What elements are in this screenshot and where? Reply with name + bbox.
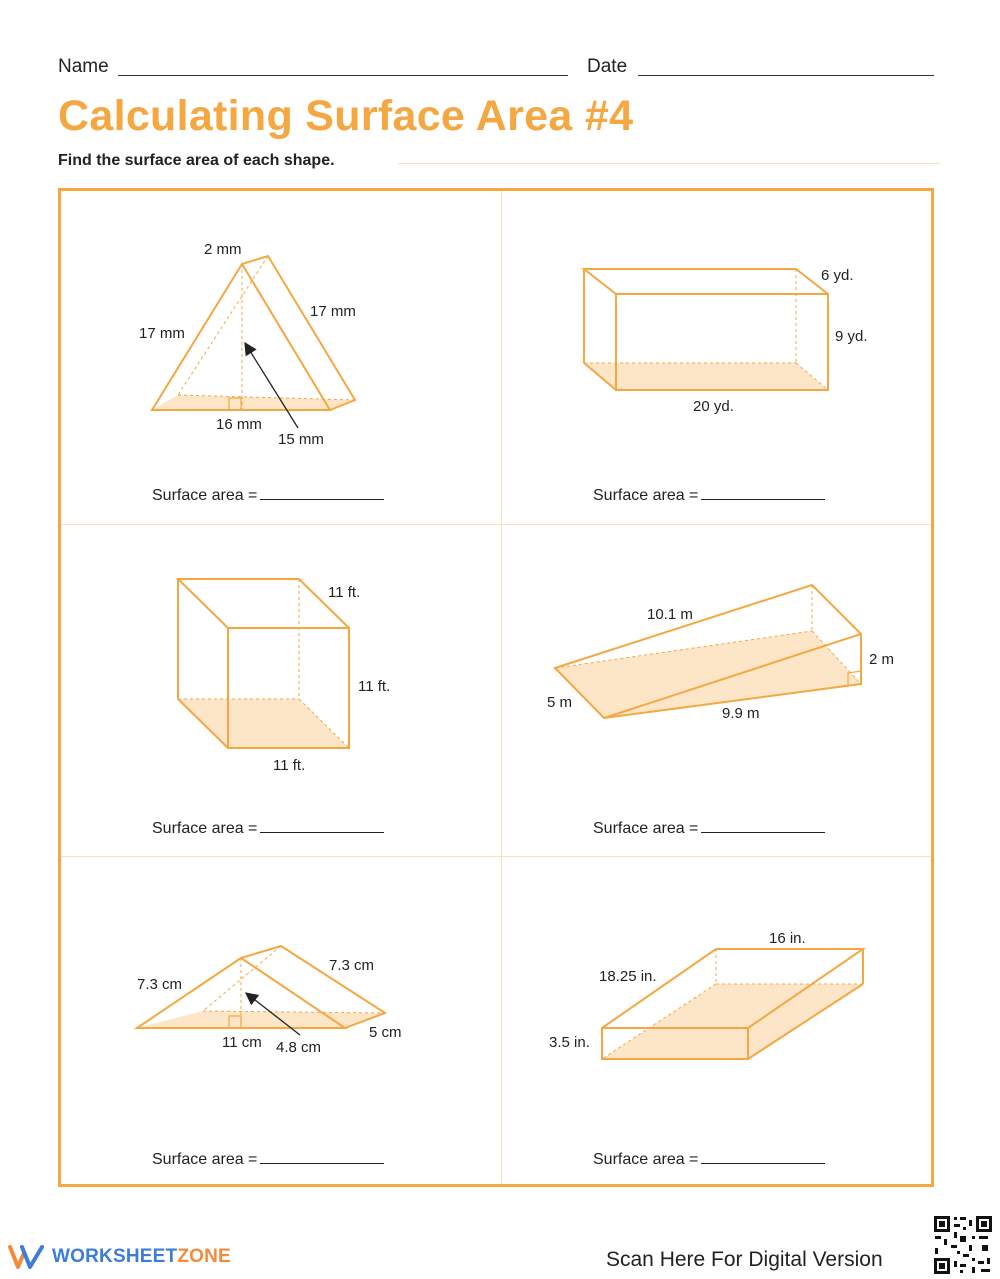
shape-5-label-left: 7.3 cm (137, 976, 182, 993)
answer-5[interactable]: Surface area = (152, 1149, 385, 1169)
shape-5-label-right: 7.3 cm (329, 957, 374, 974)
instructions: Find the surface area of each shape. (58, 152, 335, 169)
shape-4-label-width: 5 m (547, 694, 572, 711)
shape-5-label-depth: 5 cm (369, 1024, 402, 1041)
answer-6[interactable]: Surface area = (593, 1149, 826, 1169)
answer-2-blank[interactable] (701, 485, 826, 500)
shape-5-label-base: 11 cm (222, 1034, 262, 1051)
shape-1-triangular-prism: 2 mm 17 mm 17 mm 16 mm 15 mm (139, 241, 357, 448)
date-line[interactable] (638, 75, 934, 76)
instruction-divider (398, 163, 940, 164)
shape-1-label-top: 2 mm (204, 241, 242, 258)
answer-1-blank[interactable] (260, 485, 385, 500)
answer-5-blank[interactable] (260, 1149, 385, 1164)
name-label: Name (58, 56, 109, 77)
shape-3-label-width: 11 ft. (273, 757, 305, 774)
date-label: Date (587, 56, 628, 77)
shape-4-wedge-prism: 10.1 m 2 m 5 m 9.9 m (547, 583, 894, 722)
grid-divider-horizontal-1 (61, 524, 931, 525)
answer-5-label: Surface area = (152, 1151, 258, 1168)
shape-4-label-height: 2 m (869, 651, 894, 668)
answer-3-label: Surface area = (152, 820, 258, 837)
page-title: Calculating Surface Area #4 (58, 92, 634, 140)
worksheet-zone-logo-icon (8, 1245, 44, 1269)
answer-4-blank[interactable] (701, 818, 826, 833)
answer-4-label: Surface area = (593, 820, 699, 837)
shape-6-label-width: 16 in. (769, 930, 806, 947)
answer-2-label: Surface area = (593, 487, 699, 504)
shape-1-label-left: 17 mm (139, 325, 185, 342)
shape-3-cube: 11 ft. 11 ft. 11 ft. (175, 578, 390, 774)
answer-1-label: Surface area = (152, 487, 258, 504)
shape-4-label-slant: 10.1 m (647, 606, 693, 623)
shape-3-label-depth: 11 ft. (328, 584, 360, 601)
shape-6-label-length: 18.25 in. (599, 968, 657, 985)
shape-1-label-right: 17 mm (310, 303, 356, 320)
shape-5-label-height: 4.8 cm (276, 1039, 321, 1056)
answer-3[interactable]: Surface area = (152, 818, 385, 838)
name-line[interactable] (118, 75, 568, 76)
shape-3-label-height: 11 ft. (358, 678, 390, 695)
shape-6-label-height: 3.5 in. (549, 1034, 590, 1051)
answer-3-blank[interactable] (260, 818, 385, 833)
grid-divider-horizontal-2 (61, 856, 931, 857)
scan-text: Scan Here For Digital Version (606, 1248, 883, 1271)
problem-grid: 2 mm 17 mm 17 mm 16 mm 15 mm 6 yd. 9 yd.… (58, 188, 934, 1187)
qr-code-icon[interactable] (932, 1214, 994, 1276)
grid-divider-vertical (501, 191, 502, 1184)
shape-2-rectangular-prism: 6 yd. 9 yd. 20 yd. (581, 267, 868, 415)
shape-2-label-height: 9 yd. (835, 328, 868, 345)
answer-4[interactable]: Surface area = (593, 818, 826, 838)
answer-2[interactable]: Surface area = (593, 485, 826, 505)
shape-1-label-base: 16 mm (216, 416, 262, 433)
answer-6-blank[interactable] (701, 1149, 826, 1164)
shape-1-label-height: 15 mm (278, 431, 324, 448)
shape-2-label-depth: 6 yd. (821, 267, 854, 284)
shape-4-label-length: 9.9 m (722, 705, 760, 722)
shape-6-rectangular-prism: 16 in. 18.25 in. 3.5 in. (549, 930, 867, 1060)
brand-name: WORKSHEETZONE (52, 1246, 231, 1267)
answer-1[interactable]: Surface area = (152, 485, 385, 505)
shape-5-triangular-prism: 7.3 cm 7.3 cm 11 cm 4.8 cm 5 cm (133, 944, 402, 1056)
shape-2-label-length: 20 yd. (693, 398, 734, 415)
answer-6-label: Surface area = (593, 1151, 699, 1168)
brand-logo[interactable]: WORKSHEETZONE (8, 1244, 231, 1270)
